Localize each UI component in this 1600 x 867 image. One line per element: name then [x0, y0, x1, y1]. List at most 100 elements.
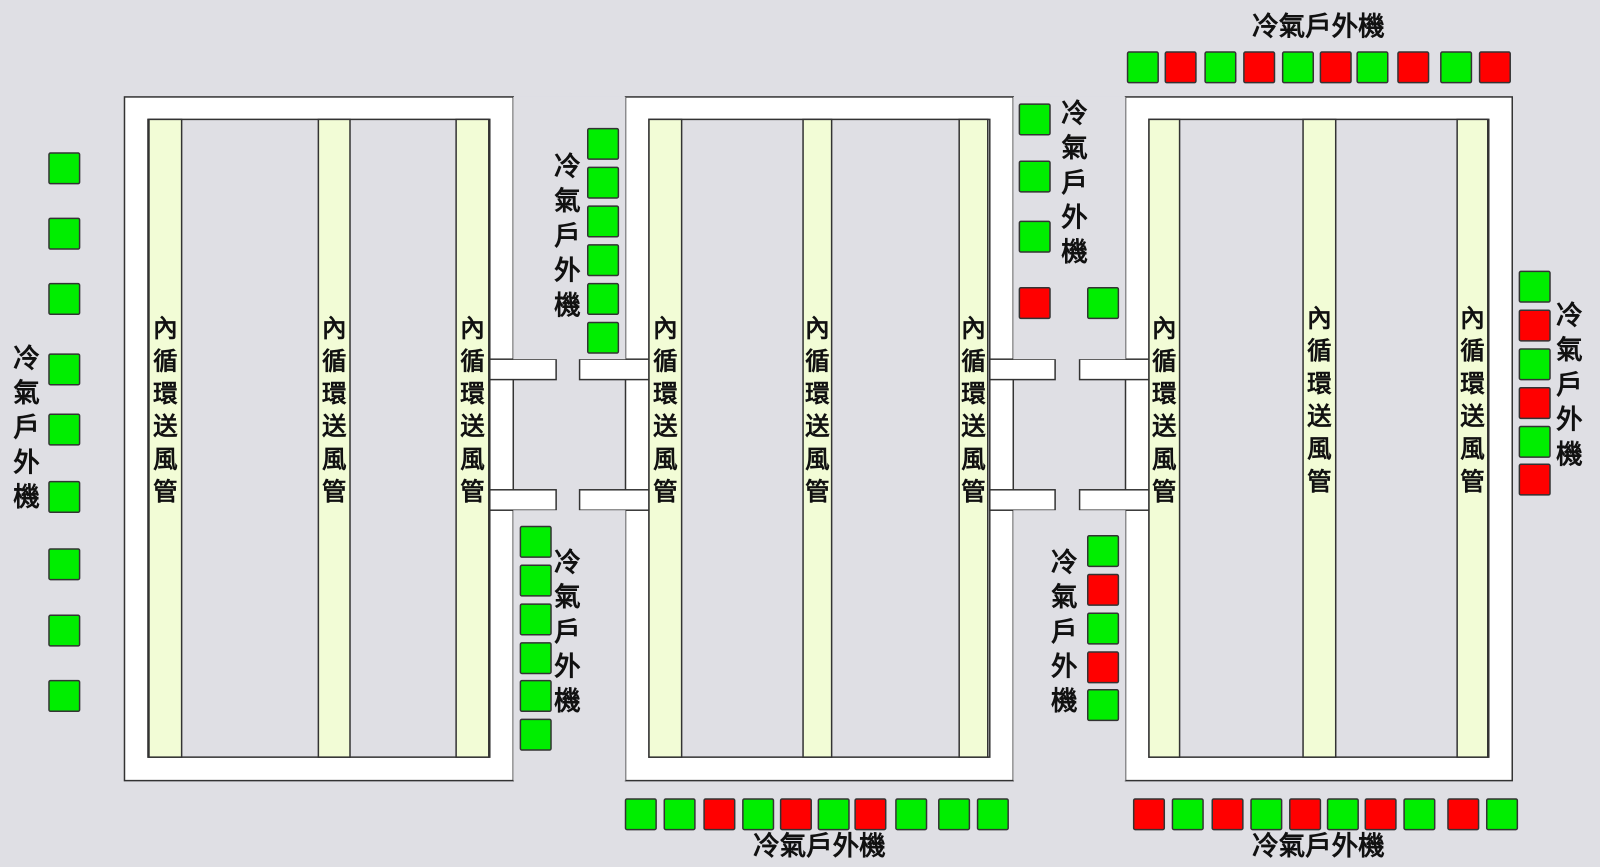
- outdoor-unit-on[interactable]: [817, 798, 850, 831]
- outdoor-unit-off[interactable]: [1164, 51, 1197, 84]
- outdoor-unit-group-label: 機: [13, 482, 40, 513]
- outdoor-unit-on[interactable]: [1204, 51, 1237, 84]
- outdoor-unit-on[interactable]: [48, 480, 81, 513]
- outdoor-unit-on[interactable]: [48, 614, 81, 647]
- duct-label: 環: [653, 379, 678, 408]
- outdoor-unit-on[interactable]: [48, 679, 81, 712]
- outdoor-unit-off[interactable]: [1319, 51, 1352, 84]
- corridor-segment: [989, 489, 1056, 511]
- outdoor-unit-group-label: 戶: [554, 221, 581, 252]
- outdoor-unit-on[interactable]: [587, 205, 620, 238]
- outdoor-unit-off[interactable]: [1364, 798, 1397, 831]
- outdoor-unit-on[interactable]: [1485, 798, 1519, 831]
- outdoor-unit-off[interactable]: [703, 798, 736, 831]
- duct-label: 管: [1307, 467, 1331, 496]
- outdoor-unit-off[interactable]: [1087, 651, 1120, 684]
- outdoor-unit-on[interactable]: [1087, 689, 1120, 722]
- outdoor-unit-off[interactable]: [1243, 51, 1276, 84]
- outdoor-unit-on[interactable]: [938, 798, 971, 831]
- outdoor-unit-off[interactable]: [1478, 51, 1511, 84]
- outdoor-unit-on[interactable]: [1018, 160, 1051, 193]
- outdoor-unit-on[interactable]: [519, 642, 552, 675]
- duct-label: 送: [460, 412, 485, 441]
- outdoor-unit-on[interactable]: [1018, 103, 1051, 136]
- outdoor-unit-on[interactable]: [519, 603, 552, 636]
- outdoor-unit-on[interactable]: [1403, 798, 1436, 831]
- outdoor-unit-off[interactable]: [1289, 798, 1322, 831]
- outdoor-unit-on[interactable]: [1518, 348, 1551, 381]
- outdoor-unit-off[interactable]: [1447, 798, 1480, 831]
- duct-label: 管: [961, 477, 985, 506]
- duct-label: 循: [961, 346, 985, 375]
- duct-label: 管: [153, 477, 177, 506]
- outdoor-unit-on[interactable]: [48, 217, 81, 250]
- outdoor-unit-on[interactable]: [519, 525, 552, 558]
- outdoor-unit-on[interactable]: [48, 282, 81, 316]
- outdoor-unit-on[interactable]: [48, 413, 81, 446]
- outdoor-unit-on[interactable]: [519, 718, 552, 751]
- outdoor-unit-on[interactable]: [895, 798, 928, 831]
- outdoor-unit-off[interactable]: [1087, 573, 1120, 606]
- outdoor-unit-on[interactable]: [1250, 798, 1283, 831]
- duct-label: 循: [653, 346, 677, 375]
- outdoor-unit-on[interactable]: [663, 798, 696, 831]
- outdoor-unit-on[interactable]: [1356, 51, 1389, 84]
- outdoor-unit-off[interactable]: [1518, 463, 1551, 496]
- duct-label: 內: [653, 314, 677, 343]
- duct-label: 風: [653, 444, 678, 473]
- outdoor-unit-on[interactable]: [519, 564, 552, 597]
- outdoor-unit-on[interactable]: [48, 353, 81, 386]
- duct-9: [1456, 118, 1489, 758]
- outdoor-unit-off[interactable]: [1397, 51, 1430, 84]
- outdoor-unit-on[interactable]: [1518, 425, 1551, 458]
- outdoor-unit-on[interactable]: [519, 679, 552, 712]
- duct-label: 管: [805, 477, 829, 506]
- corridor-segment: [1078, 358, 1150, 381]
- duct-label: 管: [322, 477, 346, 506]
- outdoor-unit-on[interactable]: [1440, 51, 1473, 84]
- duct-label: 內: [1460, 304, 1484, 333]
- outdoor-unit-on[interactable]: [976, 798, 1009, 831]
- outdoor-unit-on[interactable]: [587, 244, 620, 277]
- outdoor-unit-on[interactable]: [587, 166, 620, 199]
- corridor-segment: [1078, 489, 1150, 511]
- outdoor-unit-off[interactable]: [779, 798, 812, 831]
- duct-label: 環: [805, 379, 830, 408]
- corridor-segment: [578, 358, 650, 381]
- duct-label: 管: [1152, 477, 1176, 506]
- duct-label: 內: [322, 314, 346, 343]
- outdoor-unit-on[interactable]: [587, 282, 620, 316]
- outdoor-unit-on[interactable]: [1087, 287, 1120, 320]
- outdoor-unit-off[interactable]: [1132, 798, 1166, 831]
- corridor-segment: [578, 489, 650, 511]
- duct-7: [1148, 118, 1181, 758]
- outdoor-unit-on[interactable]: [1281, 51, 1315, 84]
- outdoor-unit-on[interactable]: [48, 152, 81, 185]
- duct-label: 內: [460, 314, 484, 343]
- outdoor-unit-on[interactable]: [1126, 51, 1159, 84]
- outdoor-unit-group-label: 機: [554, 686, 581, 717]
- outdoor-unit-on[interactable]: [1518, 270, 1551, 303]
- duct-4: [648, 118, 683, 758]
- outdoor-unit-on[interactable]: [1087, 612, 1120, 645]
- outdoor-unit-off[interactable]: [1018, 287, 1051, 320]
- outdoor-unit-off[interactable]: [1518, 309, 1551, 342]
- outdoor-unit-group-label: 冷氣戶外機: [1252, 12, 1385, 43]
- outdoor-unit-off[interactable]: [1518, 387, 1551, 420]
- duct-label: 風: [1152, 444, 1177, 473]
- outdoor-unit-on[interactable]: [624, 798, 657, 831]
- outdoor-unit-on[interactable]: [1087, 534, 1120, 568]
- outdoor-unit-on[interactable]: [587, 127, 620, 160]
- outdoor-unit-group-label: 冷: [1061, 98, 1088, 129]
- outdoor-unit-on[interactable]: [48, 548, 81, 581]
- outdoor-unit-on[interactable]: [1018, 220, 1051, 253]
- outdoor-unit-on[interactable]: [1326, 798, 1359, 831]
- duct-label: 送: [322, 412, 347, 441]
- outdoor-unit-on[interactable]: [742, 798, 775, 831]
- outdoor-unit-on[interactable]: [1171, 798, 1204, 831]
- outdoor-unit-off[interactable]: [1211, 798, 1244, 831]
- outdoor-unit-off[interactable]: [854, 798, 887, 831]
- duct-label: 環: [322, 379, 347, 408]
- duct-label: 環: [1460, 369, 1485, 398]
- outdoor-unit-on[interactable]: [587, 321, 620, 354]
